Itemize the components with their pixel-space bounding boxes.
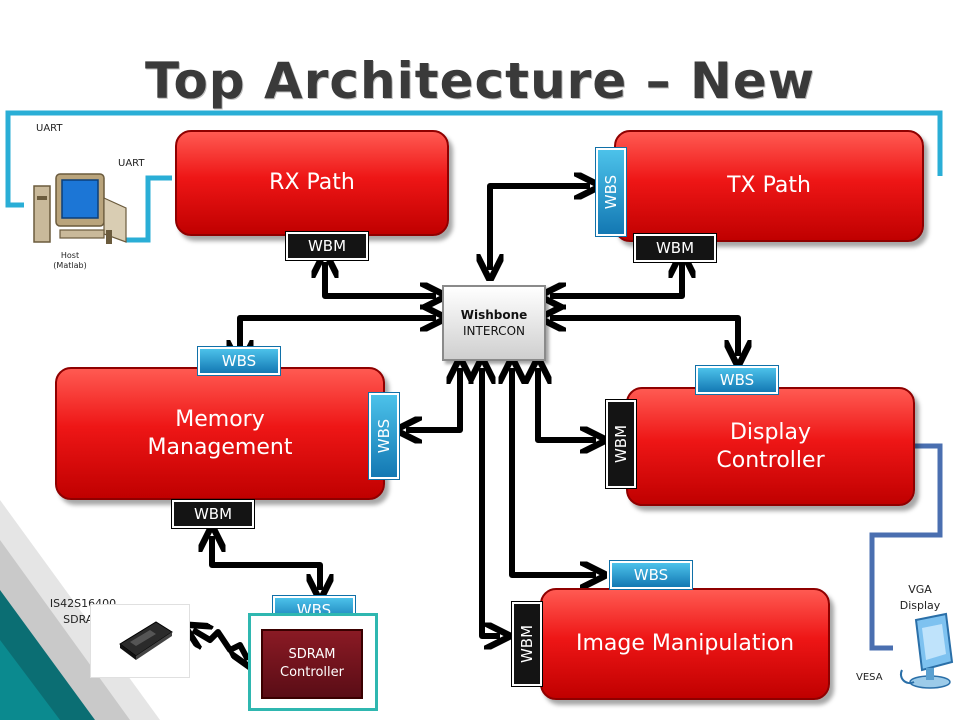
wire-disp-wbm: [538, 368, 596, 440]
uart-rx-line: [125, 175, 172, 243]
uart-loop-line: [5, 110, 943, 208]
wire-img-wbs: [512, 368, 596, 575]
wire-mem-sdram: [212, 536, 320, 590]
wire-mem-wbs: [240, 318, 436, 356]
wire-img-wbm: [482, 368, 500, 636]
vga-label: VGA Display: [899, 583, 941, 612]
wire-mem-side-wbs: [406, 368, 460, 430]
sdram-ctl-line2: Controller: [280, 665, 344, 680]
wire-tx-wbm: [550, 262, 682, 296]
wishbone-label: Wishbone: [460, 308, 528, 322]
uart-label-top: UART: [36, 123, 63, 134]
memory-side-wbs-tag: WBS: [369, 393, 399, 479]
memory-wbs-tag: WBS: [198, 347, 280, 375]
image-wbs-tag: WBS: [610, 561, 692, 589]
wire-disp-wbs: [550, 318, 738, 356]
host-label: Host (Matlab): [53, 251, 87, 270]
wishbone-intercon-box: Wishbone INTERCON: [442, 285, 546, 361]
wire-rx-wbm: [325, 262, 436, 296]
image-manipulation-block: Image Manipulation: [540, 588, 830, 700]
tx-wbm-tag: WBM: [634, 234, 716, 262]
tx-path-block: TX Path: [614, 130, 924, 242]
memory-management-block: Memory Management: [55, 367, 385, 500]
display-wbm-tag: WBM: [606, 400, 636, 488]
display-controller-block: Display Controller: [626, 387, 915, 506]
rx-path-block: RX Path: [175, 130, 449, 236]
computer-icon: [33, 173, 127, 244]
vesa-line: [869, 443, 943, 651]
sdram-controller-block: SDRAM Controller: [261, 629, 363, 699]
vesa-label: VESA: [856, 672, 883, 683]
display-wbs-tag: WBS: [696, 366, 778, 394]
page-title: Top Architecture – New: [144, 52, 816, 110]
wire-chip-ctl: [193, 630, 248, 660]
tx-wbs-tag: WBS: [596, 148, 626, 236]
sdram-ctl-line1: SDRAM: [288, 647, 336, 662]
wire-tx-wbs: [490, 186, 590, 270]
memory-wbm-tag: WBM: [172, 500, 254, 528]
image-wbm-tag: WBM: [512, 602, 542, 686]
uart-label-mid: UART: [118, 158, 145, 169]
monitor-icon: [900, 612, 954, 689]
intercon-label: INTERCON: [463, 324, 525, 338]
rx-wbm-tag: WBM: [286, 232, 368, 260]
memory-chip-icon: [119, 621, 173, 660]
